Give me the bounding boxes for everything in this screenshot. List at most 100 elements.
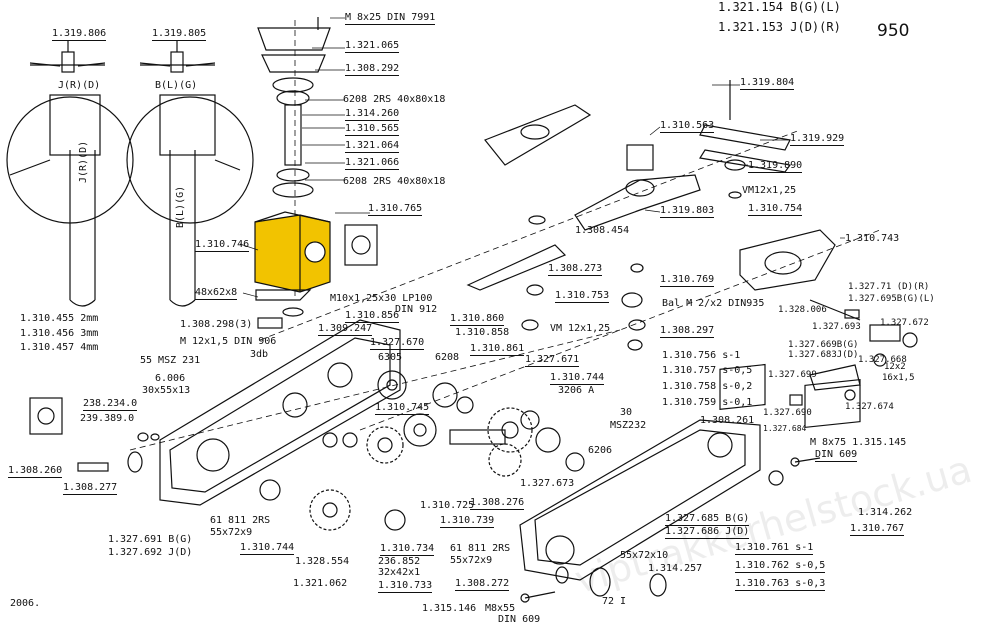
rotor-left-top	[29, 40, 106, 73]
gearbox-stack	[257, 27, 331, 198]
part-label: 1.308.454	[575, 225, 630, 236]
part-label: 12x2	[884, 362, 906, 372]
part-label: 1.310.757 s-0,5	[662, 365, 753, 376]
part-label: 1.327.672	[880, 318, 929, 328]
part-label: 1.314.260	[345, 108, 400, 121]
part-label: 1.327.71 (D)(R)	[848, 282, 930, 292]
part-label: 1.308.298(3)	[180, 319, 253, 330]
part-label: M 12x1,5 DIN 906	[180, 336, 277, 347]
part-label: 1.310.739	[440, 515, 495, 528]
part-label: 6208	[435, 352, 460, 363]
part-label: 1.319.804	[740, 77, 795, 90]
part-label: 1.310.861	[470, 343, 525, 356]
part-label: 1.315.146	[422, 603, 477, 614]
part-label: 1.310.759 s-0,1	[662, 397, 753, 408]
part-label: 238.234.0	[83, 398, 138, 411]
part-label: 1.327.692 J(D)	[108, 547, 193, 558]
part-label: 30	[620, 407, 633, 418]
part-label: VM12x1,25	[742, 185, 797, 196]
part-label: 1.310.733	[378, 580, 433, 593]
part-label: 1.310.725	[420, 500, 475, 511]
part-label: 1.327.670	[370, 337, 425, 350]
part-label: 1.310.761 s-1	[735, 542, 814, 555]
gearbox-housing-highlight	[254, 211, 331, 293]
part-label: 1.310.758 s-0,2	[662, 381, 753, 392]
part-label: 55 MSZ 231	[140, 355, 201, 366]
part-label: 1.310.763 s-0,3	[735, 578, 826, 591]
part-label: 1.319.806	[52, 28, 107, 41]
part-label: 1.321.066	[345, 157, 400, 170]
part-label: 1.310.769	[660, 274, 715, 287]
side-label-b: B(L)(G)	[175, 185, 186, 228]
part-label: 1.308.277	[63, 482, 118, 495]
part-label: 72 I	[602, 596, 627, 607]
part-label: 1.310.856	[345, 310, 400, 323]
part-label: 6.006	[155, 373, 186, 384]
part-label: 1.314.257	[648, 563, 703, 574]
leader-lines	[239, 17, 845, 298]
gasket-plate	[344, 224, 378, 266]
part-label: 1.319.929	[790, 133, 845, 146]
part-label: 1.310.744	[550, 372, 605, 385]
part-label: 1.321.065	[345, 40, 400, 53]
gear-case-left	[159, 319, 401, 506]
cover-gasket	[719, 363, 766, 410]
page-number: 950	[877, 21, 910, 41]
part-label: 1.327.671	[525, 354, 580, 367]
part-label: 1.310.744	[240, 542, 295, 555]
part-label: 61 811 2RS	[210, 515, 271, 526]
part-label: 1.310.745	[375, 402, 430, 415]
part-label: 1.327.699	[768, 370, 817, 380]
part-label: 1.327.686 J(D)	[665, 526, 750, 539]
part-label: 1.308.260	[8, 465, 63, 478]
part-label: 1.309.247	[318, 323, 373, 336]
blade-side-j	[6, 94, 134, 307]
part-label: 1.310.754	[748, 203, 803, 216]
part-label: 6208 2RS 40x80x18	[343, 94, 446, 105]
bolts	[77, 17, 821, 603]
part-label: 61 811 2RS	[450, 543, 511, 554]
part-label: 1.308.276	[470, 497, 525, 510]
part-label: 1.327.691 B(G)	[108, 534, 193, 545]
part-label: MSZ232	[610, 420, 647, 431]
part-label: DIN 609	[815, 449, 858, 462]
part-label: 1.328.554	[295, 556, 350, 567]
part-label: 1.314.262	[858, 507, 913, 518]
part-label: 6208 2RS 40x80x18	[343, 176, 446, 187]
shim-plate	[29, 397, 63, 435]
rotor-right-top	[139, 40, 216, 73]
part-label: VM 12x1,25	[550, 323, 611, 334]
part-label: 1.310.860	[450, 313, 505, 326]
part-label: 1.310.456 3mm	[20, 328, 99, 339]
part-label: 239.389.0	[80, 413, 135, 424]
main-knife	[574, 144, 701, 231]
part-label: 1.327.685 B(G)	[665, 513, 750, 526]
part-label: M 8x25 DIN 7991	[345, 12, 436, 25]
part-label: 1.319.805	[152, 28, 207, 41]
part-label: 1.308.272	[455, 578, 510, 591]
part-label: 55x72x9	[210, 527, 253, 538]
part-label: 1.327.674	[845, 402, 894, 412]
small-knife	[466, 244, 567, 291]
header-code-b: 1.321.154 B(G)(L)	[718, 0, 841, 14]
cover-plate	[804, 378, 861, 429]
part-label: 1.310.734	[380, 543, 435, 556]
part-label: 1.308.292	[345, 63, 400, 76]
part-label: 1.327.683J(D)	[788, 350, 859, 360]
header-code-j: 1.321.153 J(D)(R)	[718, 20, 841, 34]
part-label: 1.327.690	[763, 408, 812, 418]
part-label: 1.310.762 s-0,5	[735, 560, 826, 573]
part-label: M 8x75 1.315.145	[810, 437, 907, 448]
part-label: M8x55	[485, 603, 516, 614]
part-label: 1.310.743	[845, 233, 900, 244]
part-label: 32x42x1	[378, 567, 421, 578]
part-label: 1.310.457 4mm	[20, 342, 99, 353]
year-label: 2006.	[10, 598, 41, 609]
part-label: 3206 A	[558, 385, 595, 396]
part-label: 1.310.565	[345, 123, 400, 136]
part-label: B(L)(G)	[155, 80, 198, 91]
part-label: 6206	[588, 445, 613, 456]
washers-column	[521, 215, 646, 351]
